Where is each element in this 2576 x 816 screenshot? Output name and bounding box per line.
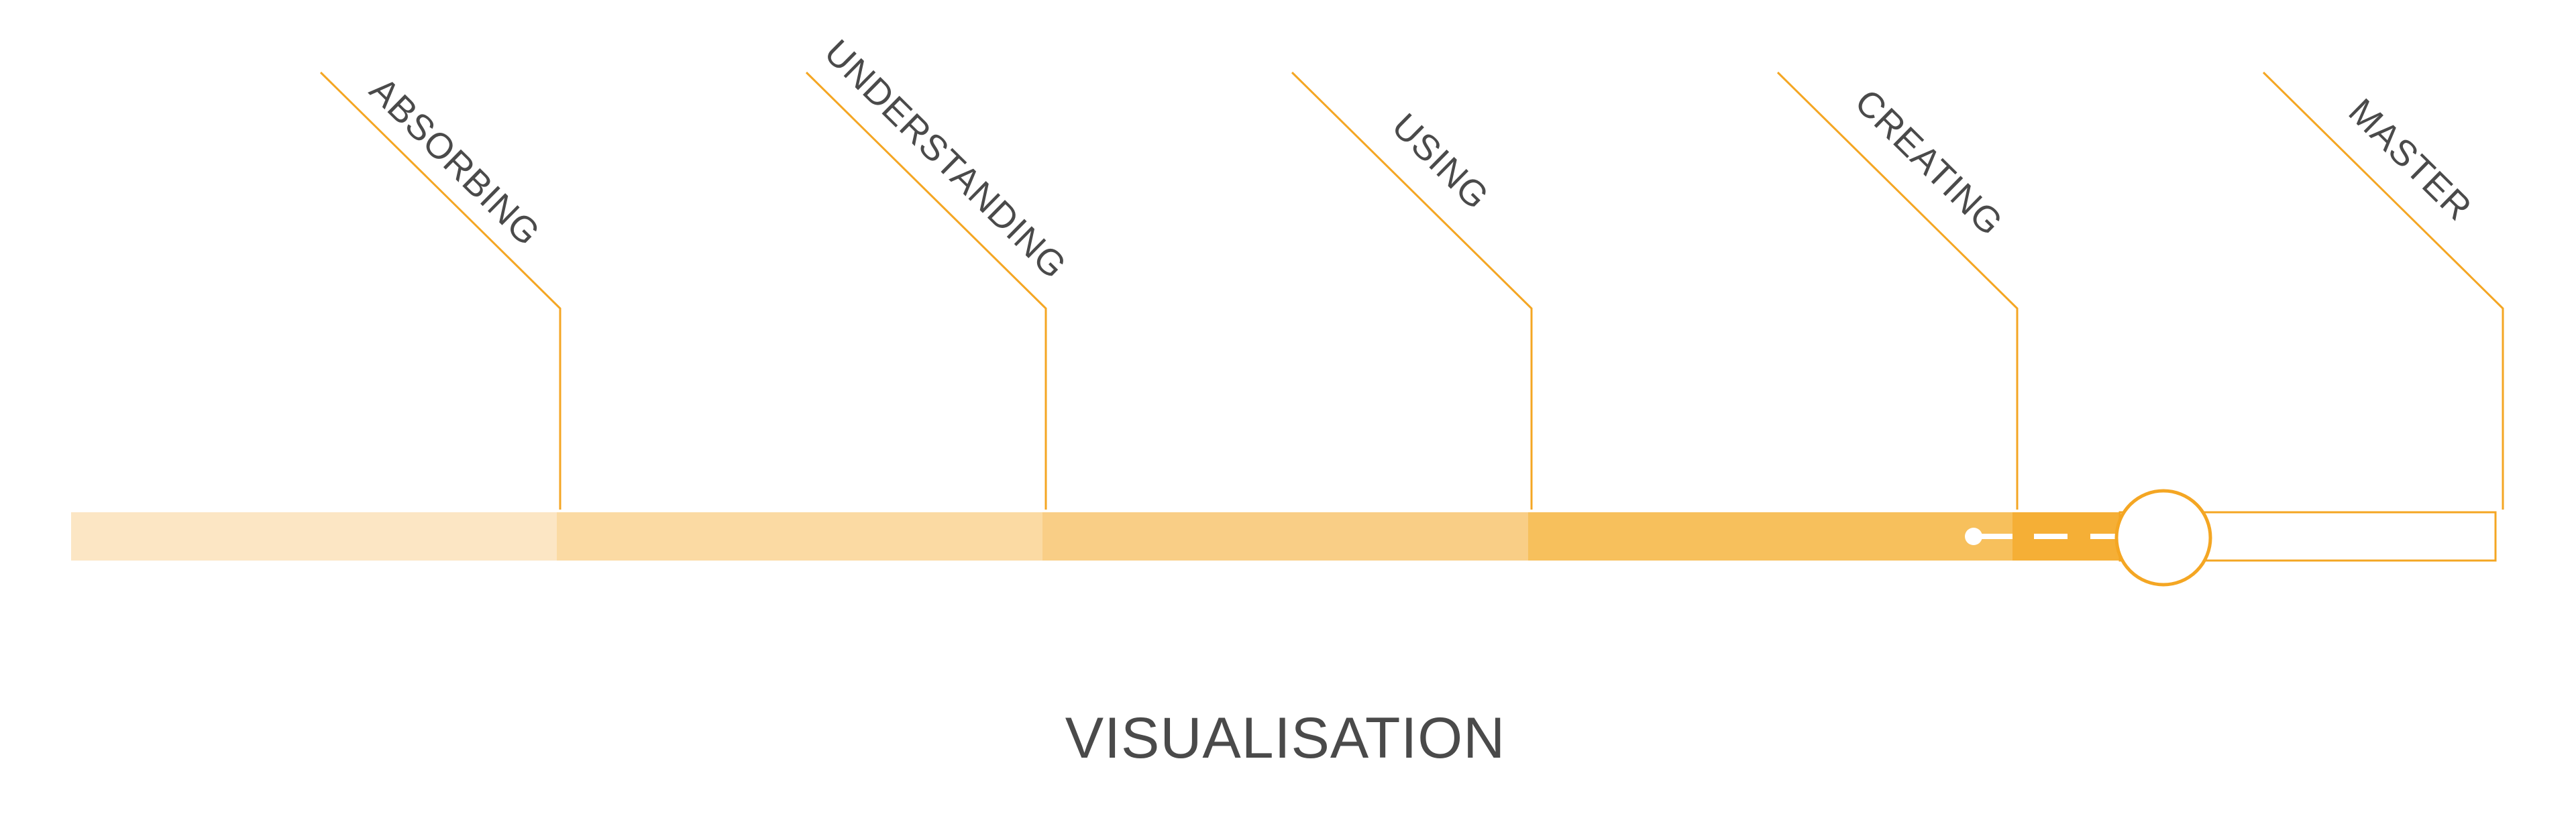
stage-leaders <box>319 71 2504 510</box>
stage-label-understanding: UNDERSTANDING <box>817 32 1075 287</box>
stage-label-using: USING <box>1385 106 1497 217</box>
segment-absorbing <box>71 512 557 561</box>
diagram-title: VISUALISATION <box>1065 706 1506 770</box>
stage-label-creating: CREATING <box>1847 82 2011 243</box>
leader-line-absorbing <box>319 71 561 510</box>
segment-understanding <box>557 512 1042 561</box>
segment-using <box>1042 512 1528 561</box>
stage-labels: ABSORBING UNDERSTANDING USING CREATING M… <box>362 32 2480 287</box>
stage-label-master: MASTER <box>2341 91 2480 229</box>
leader-line-master <box>2262 71 2504 510</box>
leader-line-creating <box>1776 71 2019 510</box>
segment-creating <box>1528 512 2012 561</box>
stage-label-absorbing: ABSORBING <box>362 70 548 253</box>
leader-line-using <box>1291 71 1533 510</box>
progress-bar <box>71 489 2497 587</box>
progress-marker <box>2114 489 2212 587</box>
leader-line-understanding <box>805 71 1047 510</box>
